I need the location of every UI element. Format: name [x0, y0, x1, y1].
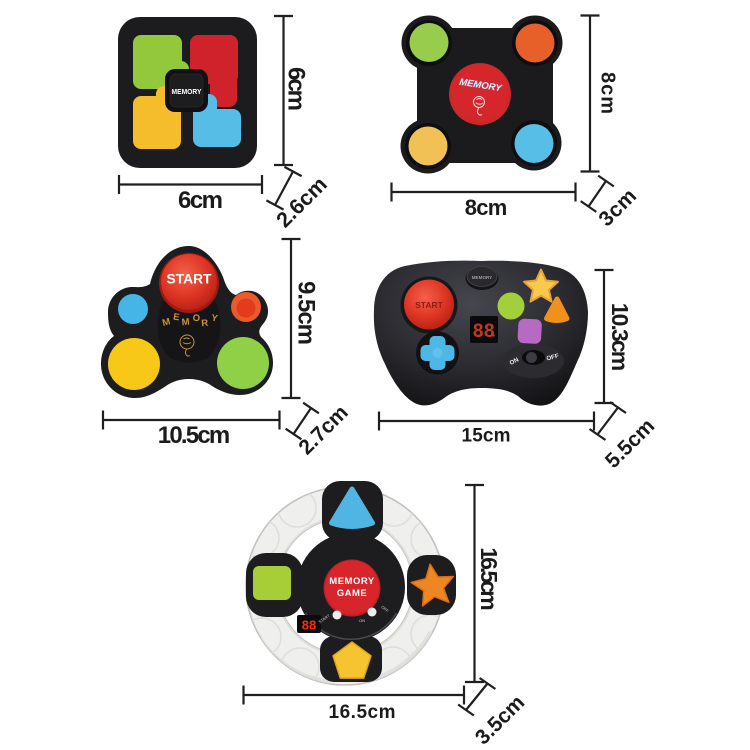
svg-text:16.5cm: 16.5cm — [476, 547, 502, 610]
svg-text:10.3cm: 10.3cm — [607, 303, 633, 371]
svg-text:M: M — [161, 316, 171, 329]
svg-text:R: R — [201, 318, 209, 330]
svg-text:ON: ON — [359, 618, 365, 623]
svg-text:6cm: 6cm — [178, 187, 223, 214]
svg-text:O: O — [192, 313, 200, 325]
svg-text:10.5cm: 10.5cm — [158, 422, 231, 449]
svg-text:START: START — [167, 272, 213, 287]
svg-text:15cm: 15cm — [462, 426, 511, 447]
svg-text:MEMORY: MEMORY — [472, 275, 493, 280]
svg-text:ON: ON — [509, 356, 521, 367]
svg-text:GAME: GAME — [337, 588, 368, 599]
svg-text:8cm: 8cm — [465, 195, 508, 220]
svg-text:16.5cm: 16.5cm — [329, 702, 396, 723]
svg-text:START: START — [415, 300, 444, 310]
svg-text:MEMORY: MEMORY — [329, 576, 375, 587]
svg-text:START: START — [317, 613, 331, 625]
svg-text:M: M — [181, 317, 190, 329]
svg-text:9.5cm: 9.5cm — [293, 281, 320, 345]
svg-text:88: 88 — [302, 618, 316, 633]
svg-text:88: 88 — [473, 321, 495, 342]
svg-text:E: E — [172, 312, 180, 324]
svg-text:6cm: 6cm — [283, 67, 310, 111]
svg-text:OFF: OFF — [380, 604, 390, 613]
svg-text:OFF: OFF — [546, 353, 560, 363]
svg-text:Y: Y — [210, 313, 219, 325]
svg-text:8cm: 8cm — [596, 72, 618, 114]
svg-text:MEMORY: MEMORY — [172, 89, 202, 96]
